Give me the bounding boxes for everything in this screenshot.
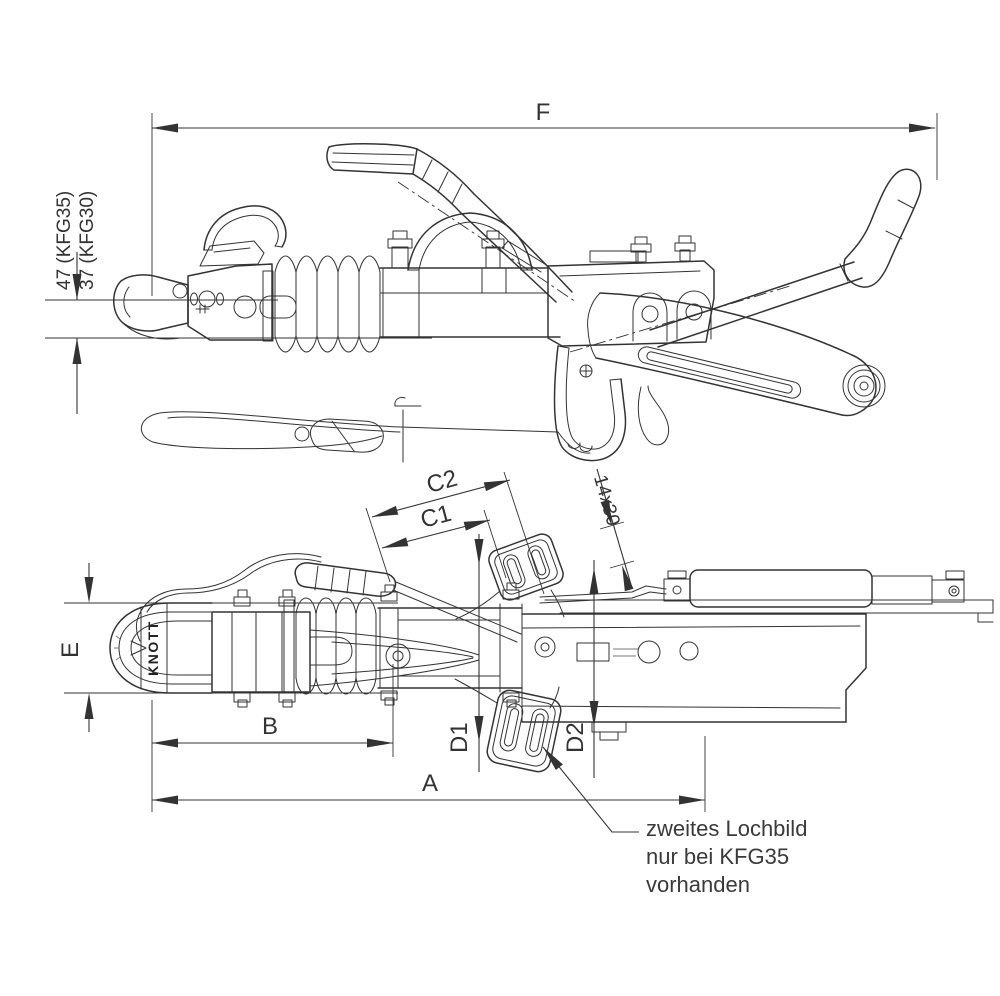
dim-e: E xyxy=(57,563,398,732)
bellows-top xyxy=(283,597,377,695)
drawbar-tube xyxy=(379,230,561,338)
cable-hook xyxy=(637,385,670,446)
drawbar-fork xyxy=(309,629,480,687)
brand-marking: KNOTT xyxy=(145,620,161,676)
frame-top xyxy=(309,613,867,741)
damper-link-rod xyxy=(539,585,667,604)
dim-a: A xyxy=(152,736,706,812)
note-annotation: zweites Lochbild nur bei KFG35 vorhanden xyxy=(542,746,807,897)
dim-slot-label: 14x30 xyxy=(589,473,623,529)
type-label-plate xyxy=(576,642,610,662)
plate-connector-upper xyxy=(455,589,565,620)
shock-absorber xyxy=(539,569,994,623)
cable-top xyxy=(135,553,322,642)
dim-b: B xyxy=(151,664,394,812)
carabiner xyxy=(309,418,384,453)
dim-d2: D2 xyxy=(562,560,599,778)
breakaway-cable xyxy=(141,396,593,463)
plate-connector-lower xyxy=(454,678,560,709)
top-view: KNOTT xyxy=(57,465,994,897)
dim-a-label: A xyxy=(422,770,438,797)
safety-pin xyxy=(394,396,422,463)
reverse-lever-arm xyxy=(587,292,886,417)
handbrake-lever-released xyxy=(569,168,922,353)
underbody-bracket xyxy=(553,345,670,462)
handbrake-grip-top xyxy=(294,562,522,643)
dim-f: F xyxy=(151,99,938,296)
dim-d1-label: D1 xyxy=(446,722,473,753)
dim-d2-label: D2 xyxy=(562,722,589,753)
dim-c1-label: C1 xyxy=(418,500,455,534)
dim-b-label: B xyxy=(262,713,278,740)
dim-c1: C1 xyxy=(365,471,545,595)
damper-cylinder xyxy=(689,569,873,608)
load-stamp-mark xyxy=(195,304,210,314)
lever-grip xyxy=(843,168,922,288)
inner-drawbar-shaft xyxy=(309,636,353,666)
dim-e-label: E xyxy=(57,642,84,658)
coupling-head xyxy=(113,205,297,341)
mounting-plate-lower xyxy=(486,689,562,773)
handbrake-lever-engaged xyxy=(326,143,577,303)
dim-slot-14x30: 14x30 xyxy=(589,468,635,592)
dim-height-kfg35-label: 47 (KFG35) xyxy=(54,191,75,290)
clamp-block-top xyxy=(211,589,353,708)
dim-f-label: F xyxy=(536,99,551,126)
dim-d1: D1 xyxy=(446,534,484,772)
side-view: F 47 (KFG35) 37 (KFG30) xyxy=(45,99,938,463)
dim-c2-label: C2 xyxy=(424,465,461,499)
bellows-side xyxy=(262,255,381,353)
coupling-head-top: KNOTT xyxy=(109,602,213,694)
dim-height: 47 (KFG35) 37 (KFG30) xyxy=(45,191,432,414)
tube-top xyxy=(377,582,523,708)
note-line-2: nur bei KFG35 xyxy=(646,844,789,869)
note-line-3: vorhanden xyxy=(646,872,750,897)
note-line-1: zweites Lochbild xyxy=(646,816,807,841)
main-housing xyxy=(501,235,715,347)
dim-height-kfg30-label: 37 (KFG30) xyxy=(77,191,98,290)
mounting-plate-upper xyxy=(488,533,564,601)
coupling-release-handle xyxy=(203,205,287,251)
